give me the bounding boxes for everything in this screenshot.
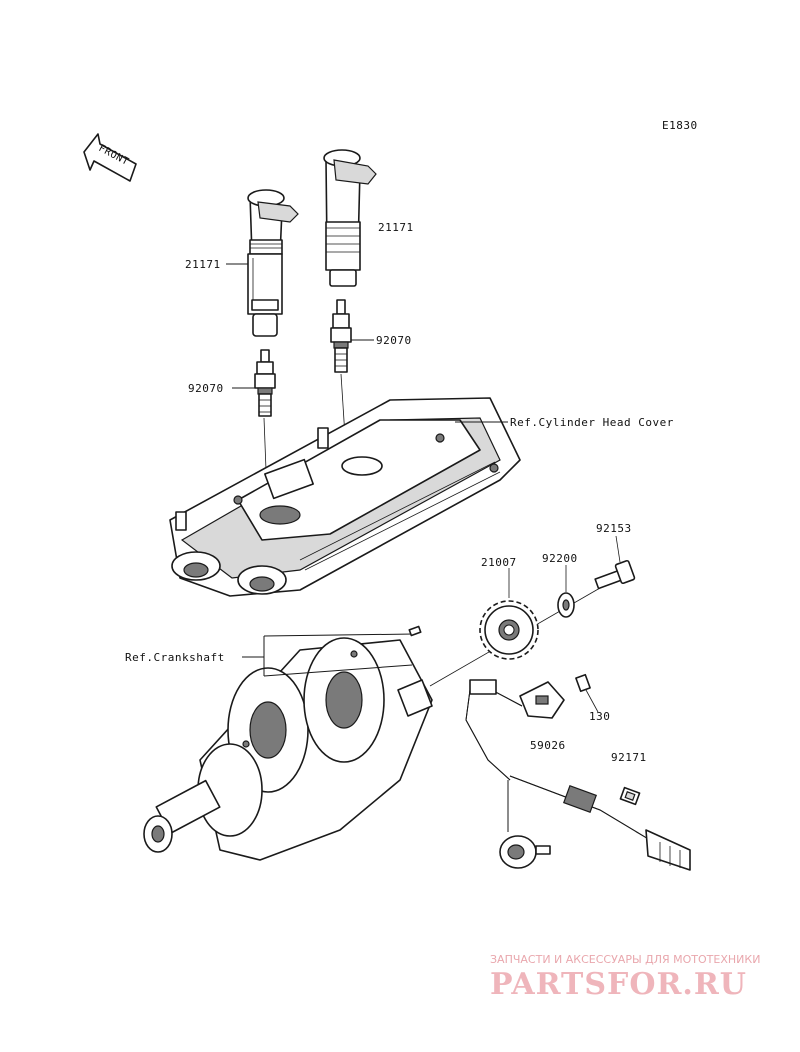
spark-plug-left	[254, 349, 276, 417]
label-bolt: 92153	[596, 522, 632, 535]
ref-head-cover: Ref.Cylinder Head Cover	[510, 416, 674, 429]
ref-crankshaft: Ref.Crankshaft	[125, 651, 225, 664]
label-plug-right: 92070	[376, 334, 412, 347]
front-arrow-icon: FRONT	[83, 133, 137, 182]
rotor-bolt	[594, 559, 636, 590]
label-sensor: 59026	[530, 739, 566, 752]
label-coil-right: 21171	[378, 221, 414, 234]
wire-clamp	[619, 786, 641, 806]
label-coil-left: 21171	[185, 258, 221, 271]
label-plug-left: 92070	[188, 382, 224, 395]
timing-rotor	[479, 600, 539, 660]
ignition-coil-left	[247, 189, 299, 337]
label-washer: 92200	[542, 552, 578, 565]
watermark-subtitle: ЗАПЧАСТИ И АКСЕССУАРЫ ДЛЯ МОТОТЕХНИКИ	[490, 953, 760, 966]
crankshaft	[143, 637, 433, 861]
crank-sensor	[465, 673, 691, 871]
label-sensor-bolt: 130	[589, 710, 610, 723]
label-sprocket: 21007	[481, 556, 517, 569]
washer	[557, 592, 575, 618]
ignition-coil-right	[323, 149, 377, 287]
watermark-brand: PARTSFOR.RU	[490, 967, 747, 1002]
label-clamp: 92171	[611, 751, 647, 764]
watermark: ЗАПЧАСТИ И АКСЕССУАРЫ ДЛЯ МОТОТЕХНИКИ PA…	[490, 953, 760, 1002]
spark-plug-right	[330, 299, 352, 373]
diagram-code: E1830	[662, 119, 698, 132]
cylinder-head-cover	[169, 397, 521, 597]
